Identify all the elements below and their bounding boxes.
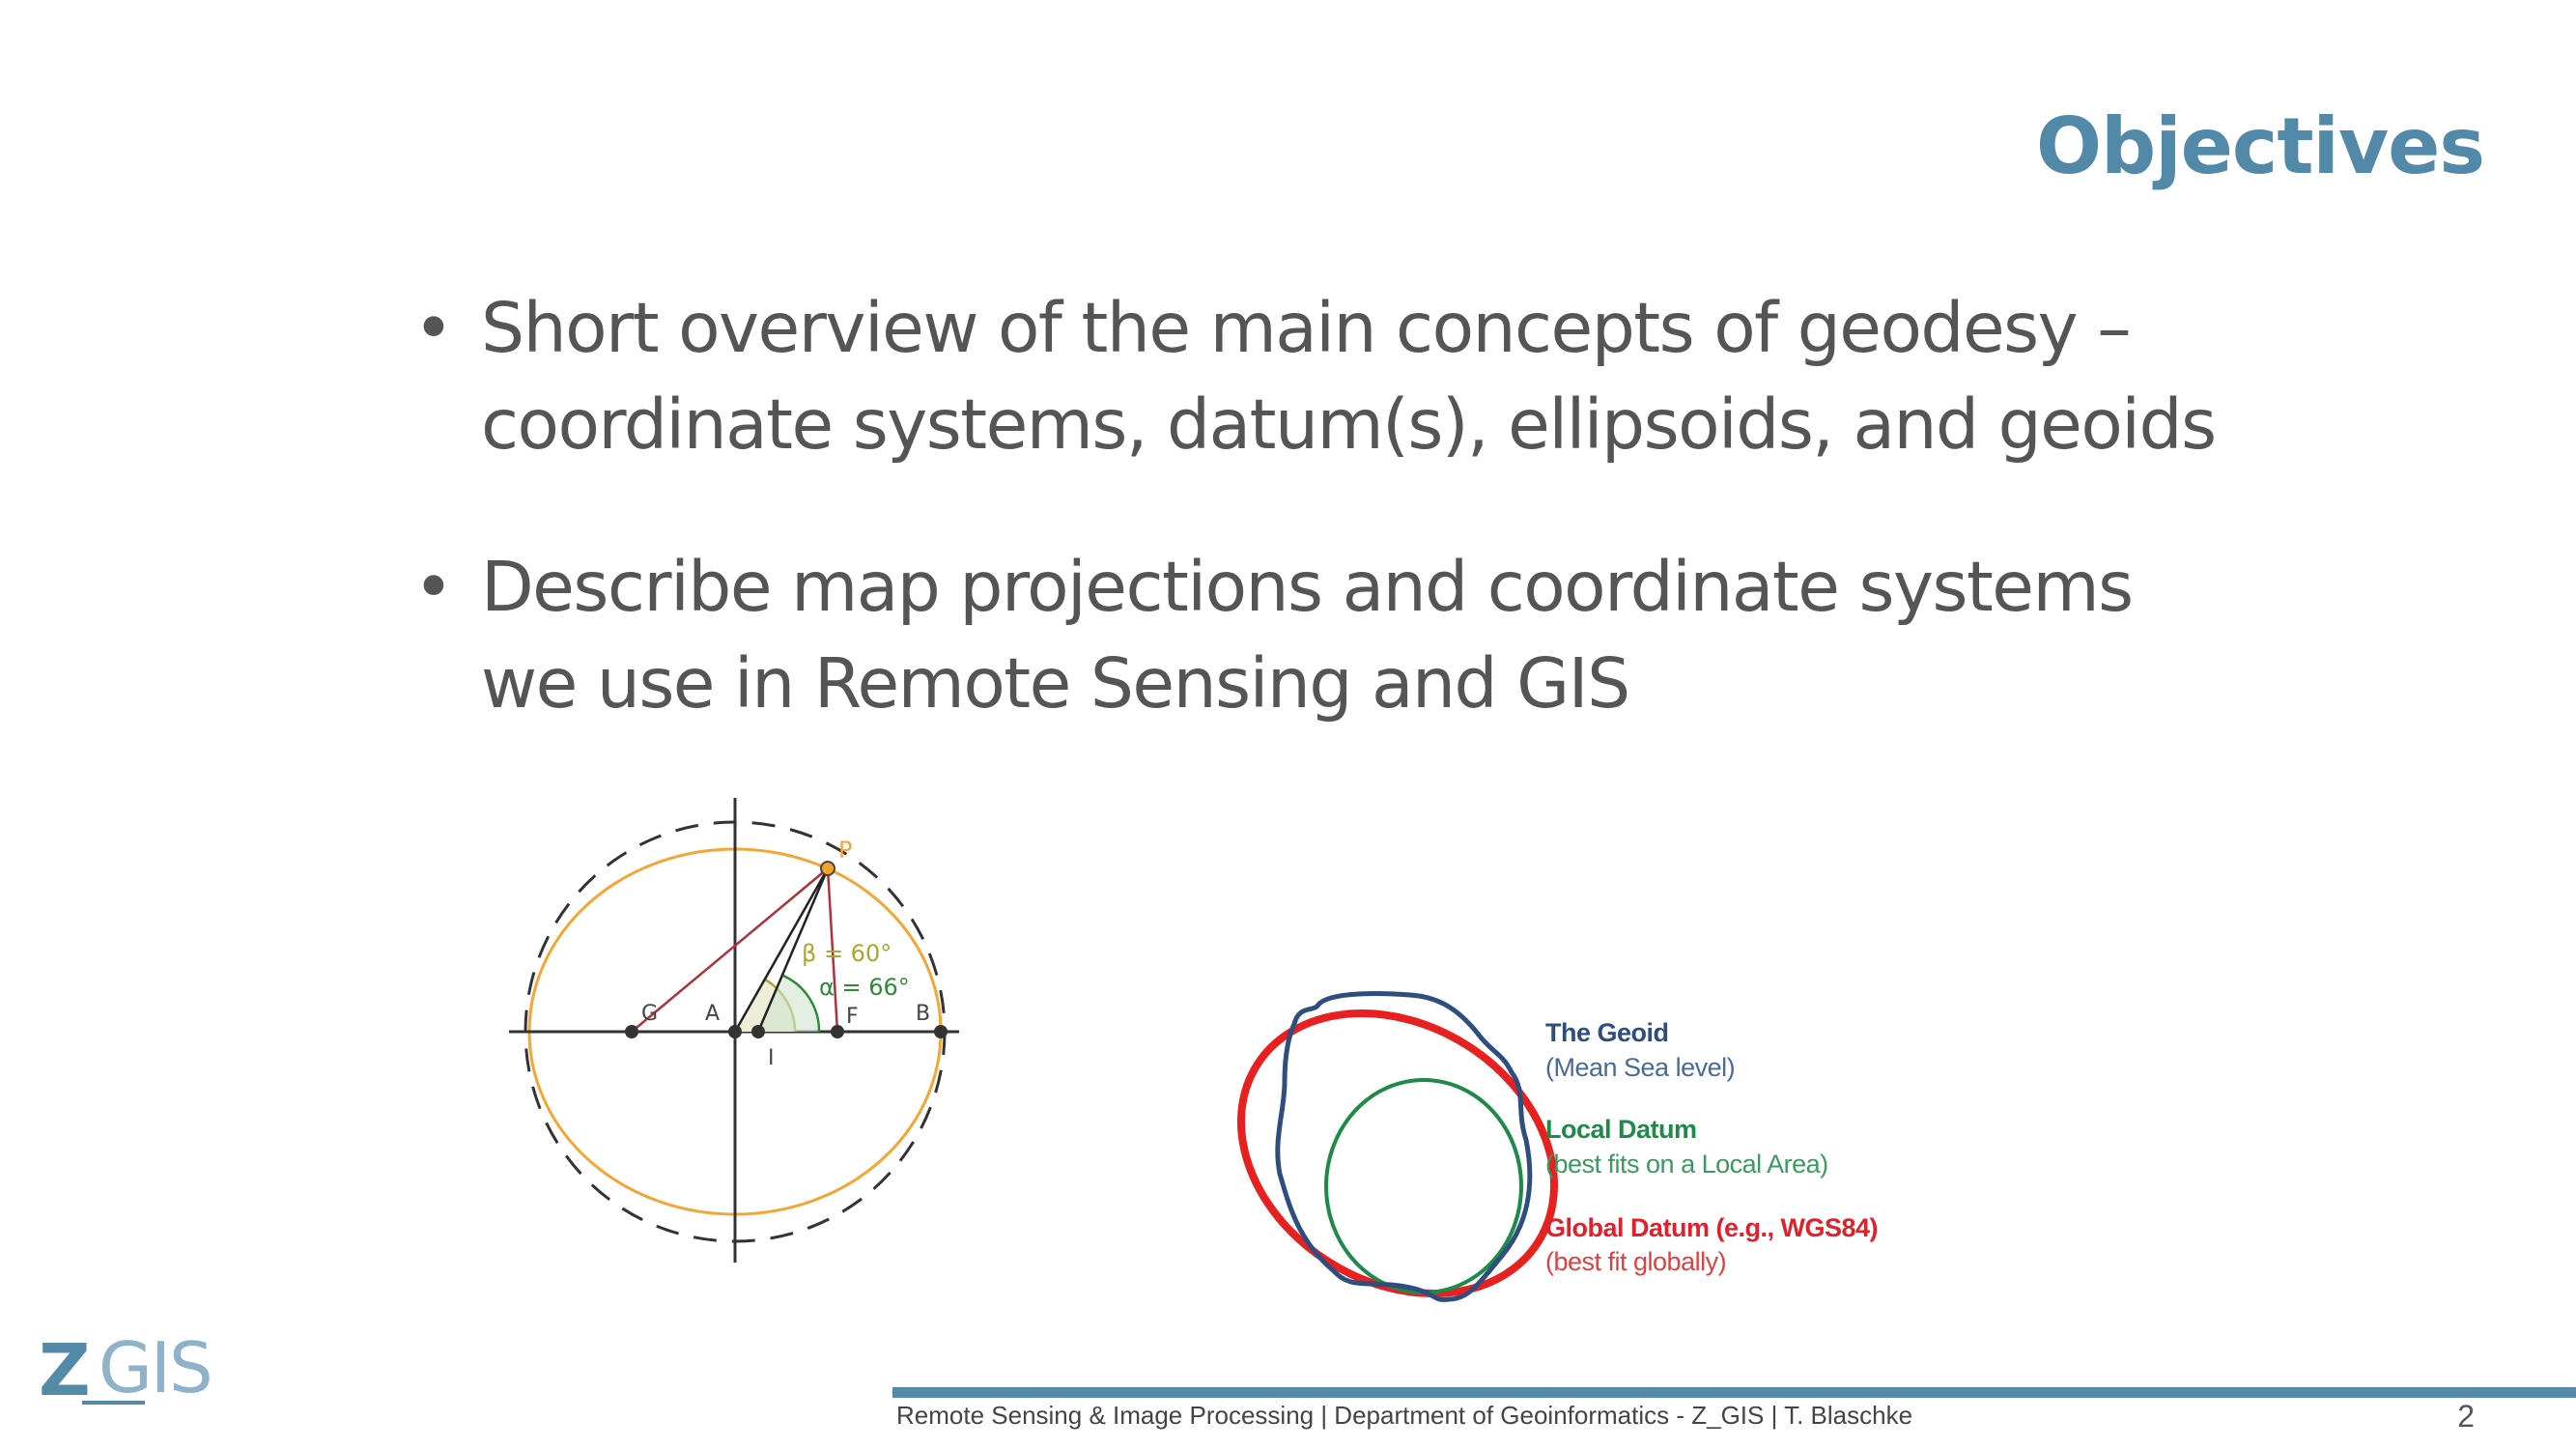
- bullet-marker: •: [413, 288, 454, 368]
- logo-underline: [82, 1401, 145, 1405]
- bullet-item: • Describe map projections and coordinat…: [406, 539, 2241, 732]
- label-g: G: [641, 1002, 658, 1026]
- point-i: [751, 1025, 765, 1038]
- alpha-label: α = 66°: [819, 974, 910, 1001]
- legend-local-sub: (best fits on a Local Area): [1545, 1150, 1828, 1179]
- label-a: A: [705, 1002, 720, 1026]
- legend-geoid-title: The Geoid: [1545, 1018, 1669, 1047]
- beta-label: β = 60°: [802, 940, 892, 967]
- legend-global-title: Global Datum (e.g., WGS84): [1545, 1213, 1879, 1242]
- point-b: [934, 1025, 948, 1038]
- point-p: [820, 861, 835, 876]
- bullet-item: • Short overview of the main concepts of…: [406, 280, 2241, 473]
- bullet-line: Short overview of the main concepts of g…: [481, 288, 2132, 368]
- bullet-marker: •: [413, 547, 454, 627]
- slide-title: Objectives: [2035, 101, 2485, 191]
- label-p: P: [838, 837, 852, 864]
- footer-bar: [892, 1387, 2576, 1398]
- legend-geoid-sub: (Mean Sea level): [1545, 1053, 1736, 1082]
- point-f: [831, 1025, 844, 1038]
- legend-local-title: Local Datum: [1545, 1115, 1697, 1144]
- bullet-line: we use in Remote Sensing and GIS: [481, 643, 1630, 724]
- point-g: [625, 1025, 638, 1038]
- line-p-f: [826, 867, 839, 1033]
- point-a: [728, 1025, 742, 1038]
- logo-z: Z: [39, 1329, 91, 1412]
- footer-text: Remote Sensing & Image Processing | Depa…: [896, 1401, 1913, 1430]
- bullet-line: coordinate systems, datum(s), ellipsoids…: [481, 384, 2217, 465]
- bullet-list: • Short overview of the main concepts of…: [406, 280, 2241, 798]
- legend-global-sub: (best fit globally): [1545, 1247, 1727, 1276]
- page-number: 2: [2457, 1399, 2475, 1434]
- line-g-p: [631, 867, 829, 1033]
- datum-figure: [1237, 991, 1558, 1302]
- label-f: F: [846, 1005, 859, 1029]
- line-i-p: [756, 867, 830, 1033]
- zgis-logo: Z GIS: [39, 1327, 213, 1412]
- global-datum-ellipse: [1237, 1009, 1558, 1298]
- alpha-angle-arc: [782, 974, 821, 1033]
- local-datum-ellipse: [1324, 1078, 1523, 1294]
- alpha-angle-sector: [758, 976, 820, 1032]
- geoid-outline: [1275, 991, 1533, 1302]
- label-i: I: [768, 1046, 775, 1070]
- label-b: B: [916, 1002, 930, 1026]
- logo-gis: GIS: [99, 1327, 213, 1408]
- ellipse-figure: P G A I F B β = 60° α = 66°: [509, 798, 959, 1263]
- line-a-p: [733, 867, 830, 1033]
- bullet-line: Describe map projections and coordinate …: [481, 547, 2134, 627]
